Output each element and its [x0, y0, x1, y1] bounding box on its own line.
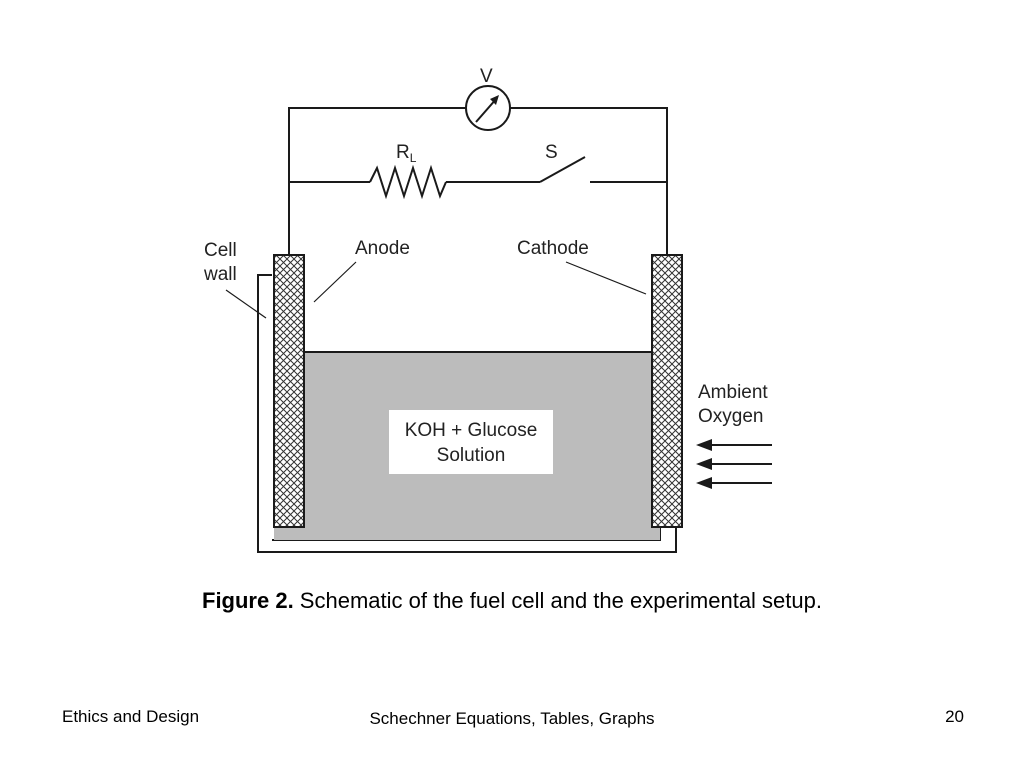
resistor-label-main: R	[396, 142, 410, 163]
voltmeter-label: V	[480, 66, 493, 87]
cathode-leader	[565, 261, 647, 295]
cathode-label: Cathode	[517, 238, 589, 259]
solution-label-line1: KOH + Glucose	[405, 420, 538, 441]
cathode-electrode	[651, 254, 683, 528]
load-resistor-icon	[369, 164, 447, 200]
footer-center-text: Schechner Equations, Tables, Graphs	[369, 709, 655, 728]
solution-bottom	[274, 527, 660, 540]
cell-wall-leader	[225, 289, 267, 319]
switch-icon	[539, 156, 586, 183]
switch-label: S	[545, 142, 558, 163]
solution-label-line2: Solution	[437, 445, 506, 466]
fuel-cell-schematic: V RL S KOH + Glucose Solution Cell	[203, 66, 772, 553]
anode-label: Anode	[355, 238, 410, 259]
figure-caption-label: Figure 2.	[202, 588, 294, 613]
figure-caption-text: Schematic of the fuel cell and the exper…	[293, 588, 822, 613]
cell-wall-label-line2: wall	[203, 264, 237, 285]
figure-caption: Figure 2. Schematic of the fuel cell and…	[0, 588, 1024, 614]
voltmeter-circuit-wire	[288, 107, 668, 255]
solution-label-box	[389, 410, 553, 474]
resistor-label-subscript: L	[410, 151, 417, 165]
resistor-label: RL	[396, 142, 417, 165]
oxygen-label-line1: Ambient	[698, 382, 768, 403]
anode-leader	[313, 261, 357, 303]
footer-left-text: Ethics and Design	[62, 707, 200, 726]
voltmeter-icon	[465, 85, 511, 131]
oxygen-arrows-icon	[696, 439, 772, 489]
page-number: 20	[945, 707, 964, 726]
oxygen-label-line2: Oxygen	[698, 406, 763, 427]
cell-wall-label-line1: Cell	[204, 240, 237, 261]
anode-electrode	[273, 254, 305, 528]
